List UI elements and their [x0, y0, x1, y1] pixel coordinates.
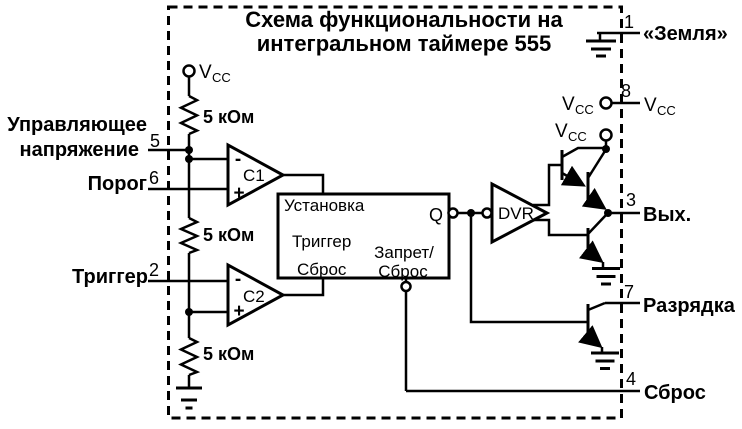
transistor-q1	[560, 146, 605, 187]
c2-minus-icon: -	[235, 269, 241, 290]
dvr-input-terminal	[481, 207, 493, 219]
pin5-label-line2: напряжение	[20, 139, 139, 161]
pin8-terminal	[599, 96, 613, 110]
flipflop-q-label: Q	[429, 205, 443, 225]
title-line-2: интегральном таймере 555	[257, 31, 552, 56]
pin4-label: Сброс	[644, 382, 706, 404]
pin3-number: 3	[626, 190, 636, 210]
pin5-label-line1: Управляющее	[7, 114, 147, 136]
ground-icon	[586, 39, 616, 58]
vcc-sub-divider: CC	[212, 70, 231, 85]
pin3-output: 3 Вых.	[604, 190, 691, 226]
comparator-c1: - + C1	[226, 142, 325, 208]
flipflop-reset-label: Сброс	[297, 260, 347, 279]
vcc-node-output-stage: V CC	[555, 121, 613, 153]
transistor-q3	[578, 214, 620, 286]
pin8-number: 8	[621, 81, 631, 101]
pin6-number: 6	[149, 168, 159, 188]
pin8-vcc: V CC 8 V CC	[562, 81, 676, 118]
resistor-r3	[178, 336, 201, 377]
pin2-trigger: 2 Триггер	[72, 260, 228, 288]
vcc-label-inside: V	[562, 94, 575, 115]
pin6-threshold: 6 Порог	[88, 168, 228, 195]
dvr-label: DVR	[498, 204, 534, 223]
c2-label: C2	[243, 287, 265, 306]
pin7-number: 7	[624, 282, 634, 302]
ground-icon-output	[592, 267, 620, 286]
vcc-terminal	[182, 64, 196, 78]
pin2-number: 2	[149, 260, 159, 280]
transistor-q4-discharge: 7 Разрядка	[469, 213, 736, 370]
flipflop-block: Установка Триггер Сброс Запрет/ Сброс Q	[276, 192, 451, 281]
ic-boundary	[167, 5, 623, 420]
voltage-divider: V CC 5 кОм 5 кОм 5 кОм	[176, 62, 254, 410]
pin4-reset: 4 Сброс	[400, 278, 706, 404]
pin7-label: Разрядка	[643, 295, 736, 317]
vcc-sub-inside: CC	[575, 102, 594, 117]
ground-icon-discharge	[591, 351, 619, 370]
vcc-label-transistors: V	[555, 121, 568, 142]
c1-minus-icon: -	[235, 149, 241, 170]
pin4-number: 4	[626, 369, 636, 389]
pin1-number: 1	[624, 12, 634, 32]
c1-plus-icon: +	[233, 183, 244, 204]
vcc-sub-transistors: CC	[568, 129, 587, 144]
pin5-control-voltage: 5 Управляющее напряжение	[7, 114, 189, 161]
resistor-r1	[178, 94, 201, 136]
vcc-sub-outside: CC	[657, 103, 676, 118]
ground-icon-divider	[176, 386, 202, 410]
vcc-terminal-transistors	[599, 128, 613, 142]
resistor-r1-label: 5 кОм	[203, 107, 254, 127]
pin1-label: «Земля»	[643, 23, 728, 45]
comparator-c2: - + C2	[226, 262, 325, 328]
q-terminal	[447, 207, 459, 219]
pin1-ground: 1 «Земля»	[586, 12, 728, 58]
vcc-label-divider: V	[199, 62, 212, 83]
flipflop-set-label: Установка	[284, 196, 365, 215]
title-line-1: Схема функциональности на	[245, 7, 563, 32]
resistor-r3-label: 5 кОм	[203, 344, 254, 364]
c2-plus-icon: +	[233, 301, 244, 322]
pin2-label: Триггер	[72, 266, 148, 288]
inhibit-terminal	[400, 280, 412, 293]
c1-label: C1	[243, 166, 265, 185]
flipflop-inhibit-line2: Сброс	[378, 262, 428, 281]
resistor-r2-label: 5 кОм	[203, 225, 254, 245]
flipflop-trigger-label: Триггер	[292, 232, 351, 251]
resistor-r2	[177, 216, 201, 255]
pin5-number: 5	[150, 131, 160, 151]
flipflop-inhibit-line1: Запрет/	[374, 243, 434, 262]
q-output-rail	[447, 207, 493, 219]
transistor-q2	[581, 150, 607, 210]
driver-dvr: DVR	[490, 163, 588, 245]
vcc-label-outside: V	[644, 95, 657, 116]
pin3-label: Вых.	[643, 204, 691, 226]
pin6-label: Порог	[88, 173, 147, 195]
